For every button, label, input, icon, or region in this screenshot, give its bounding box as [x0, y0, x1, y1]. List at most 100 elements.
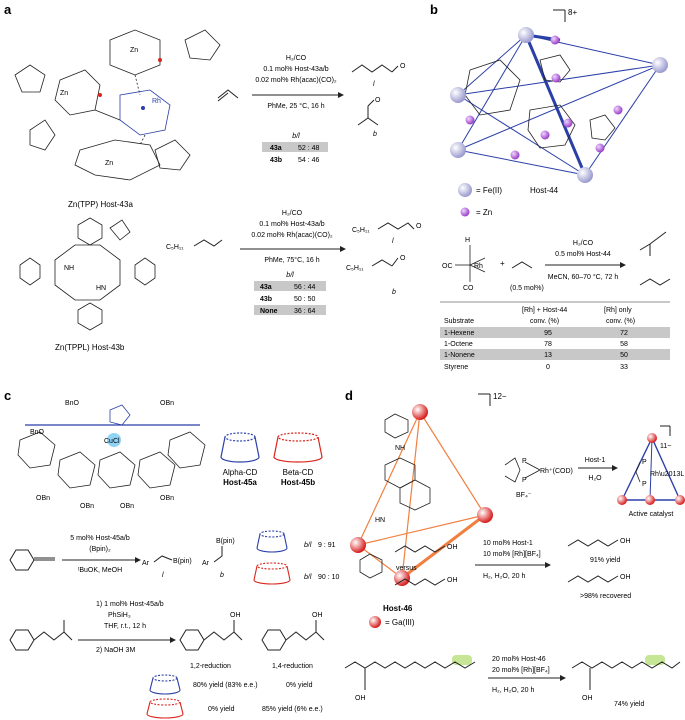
table-cell: 1-Hexene — [444, 330, 474, 337]
enone-substrate — [9, 620, 73, 651]
cond-c2-2: PhSiH₃ — [108, 612, 131, 619]
cond-c2-1: 1) 1 mol% Host-45a/b — [96, 601, 164, 608]
active-catalyst-label: Active catalyst — [629, 511, 674, 518]
oh-label: OH — [582, 695, 593, 702]
h-label: H — [465, 237, 470, 244]
active-catalyst-cage — [617, 433, 685, 505]
result-d2: 74% yield — [614, 701, 644, 708]
zn-atom-label-3: Zn — [60, 90, 68, 97]
beta-cd-label: Beta-CD — [283, 468, 314, 477]
polyene-substrate — [344, 655, 476, 690]
ratio-value-c2: 90 : 10 — [318, 574, 340, 581]
arrowhead — [338, 92, 344, 98]
oh-label: OH — [312, 612, 323, 619]
result-c-12-b: 0% yield — [208, 706, 235, 713]
octene-substrate — [193, 239, 223, 247]
branched-aldehyde — [357, 99, 379, 126]
table-header: [Rh] + Host-44 — [522, 307, 567, 314]
ratio-header-a-bottom: b/l — [286, 272, 294, 279]
host-46-cage — [350, 404, 493, 586]
table-row-ratio: 52 : 48 — [298, 145, 320, 152]
beta-cd-icon — [253, 562, 291, 585]
table-row-host: 43b — [260, 296, 272, 303]
o-label: O — [400, 255, 406, 262]
cond-d2-2: 20 mol% [Rh][BF₄] — [492, 667, 550, 674]
p-label: P — [522, 477, 527, 484]
cond-d1-2: 10 mol% [Rh][BF₄] — [483, 551, 541, 558]
zn-atom-label-2: Zn — [130, 47, 138, 54]
cond-b-1: H₂/CO — [573, 240, 594, 247]
table-cell: Styrene — [444, 364, 468, 371]
product-14-label: 1,4-reduction — [272, 663, 313, 670]
oh-label: OH — [230, 612, 241, 619]
cond-d1-1: 10 mol% Host-1 — [483, 540, 533, 547]
cond-b-3: MeCN, 60–70 °C, 72 h — [548, 273, 619, 281]
table-cell: 1-Nonene — [444, 352, 475, 359]
fe-legend-sphere — [458, 183, 472, 197]
oh-label: OH — [620, 538, 631, 545]
cond-d2-3: H₂, H₂O, 20 h — [492, 687, 535, 694]
saturated-alcohol-1 — [567, 539, 619, 547]
catalyst-loading: (0.5 mol%) — [510, 285, 544, 292]
obn-label: OBn — [36, 495, 50, 502]
host-45a-label: Host-45a — [223, 478, 257, 487]
arrow-top-d: Host-1 — [585, 457, 606, 464]
table-cell: 72 — [620, 330, 628, 337]
bpin-label: B(pin) — [216, 538, 235, 545]
obn-label: OBn — [80, 503, 94, 510]
branched-product-b — [639, 231, 667, 251]
table-a-bottom: 43a 56 : 44 43b 50 : 50 None 36 : 64 — [254, 281, 326, 315]
cond-b-2: 0.5 mol% Host-44 — [555, 251, 611, 258]
co-label: CO — [463, 285, 474, 292]
table-row-ratio: 50 : 50 — [294, 296, 316, 303]
o-label: O — [416, 223, 422, 230]
cond-c1-1: 5 mol% Host-45a/b — [70, 535, 130, 542]
table-cell: 1-Octene — [444, 341, 473, 348]
table-row-host: 43a — [260, 284, 272, 291]
alpha-cd-label: Alpha-CD — [223, 468, 258, 477]
table-header: [Rh] only — [604, 307, 632, 314]
table-header: conv. (%) — [606, 318, 635, 325]
cond-c1-3: ᵗBuOK, MeOH — [78, 567, 122, 574]
hn-label: HN — [96, 285, 106, 292]
oh-label: OH — [447, 577, 458, 584]
zn-atom-label-1: Zn — [105, 160, 113, 167]
table-cell: 78 — [544, 341, 552, 348]
product-l-chain: C₅H₁₁ — [352, 227, 370, 234]
cond-d1-3: H₂, H₂O, 20 h — [483, 573, 526, 580]
plus-sign: + — [500, 259, 505, 268]
product-12-label: 1,2-reduction — [190, 663, 231, 670]
oh-label: OH — [447, 544, 458, 551]
product-l-top: l — [373, 81, 375, 88]
table-b: Substrate [Rh] + Host-44 conv. (%) [Rh] … — [440, 301, 670, 371]
phenylacetylene-substrate — [9, 549, 55, 571]
rh-complex-label: Rh⁺(COD) — [540, 468, 573, 475]
charge-b: 8+ — [568, 8, 577, 17]
nh-label: NH — [395, 445, 405, 452]
obn-label: OBn — [160, 400, 174, 407]
hn-label: HN — [375, 517, 385, 524]
bond — [391, 257, 399, 267]
table-row-ratio: 56 : 44 — [294, 284, 316, 291]
rh-label: Rh — [474, 263, 483, 270]
arrowhead — [620, 262, 626, 268]
arrowhead — [170, 637, 176, 643]
panel-d-label: d — [345, 388, 353, 403]
bpin-label: B(pin) — [173, 558, 192, 565]
cond-c2-4: 2) NaOH 3M — [96, 647, 135, 654]
obn-label: OBn — [120, 503, 134, 510]
porphyrin-host-43b-structure — [19, 217, 156, 331]
cond-a-bot-3: 0.02 mol% Rh(acac)(CO)₂ — [251, 232, 333, 239]
cond-c2-3: THF, r.t., 12 h — [104, 623, 146, 630]
table-cell: 50 — [620, 352, 628, 359]
arrow-bottom-d: H₂O — [588, 475, 602, 482]
product-b-top: b — [373, 131, 377, 138]
saturated-alcohol-product — [261, 620, 325, 651]
polyene-product — [571, 655, 681, 690]
cond-a-top-3: 0.02 mol% Rh(acac)(CO)₂ — [255, 77, 337, 84]
rh-phosphine-complex — [504, 457, 541, 483]
bno-label: BnO — [30, 429, 45, 436]
o-label: O — [400, 63, 406, 70]
ratio-label-c2: b/l — [304, 574, 312, 581]
